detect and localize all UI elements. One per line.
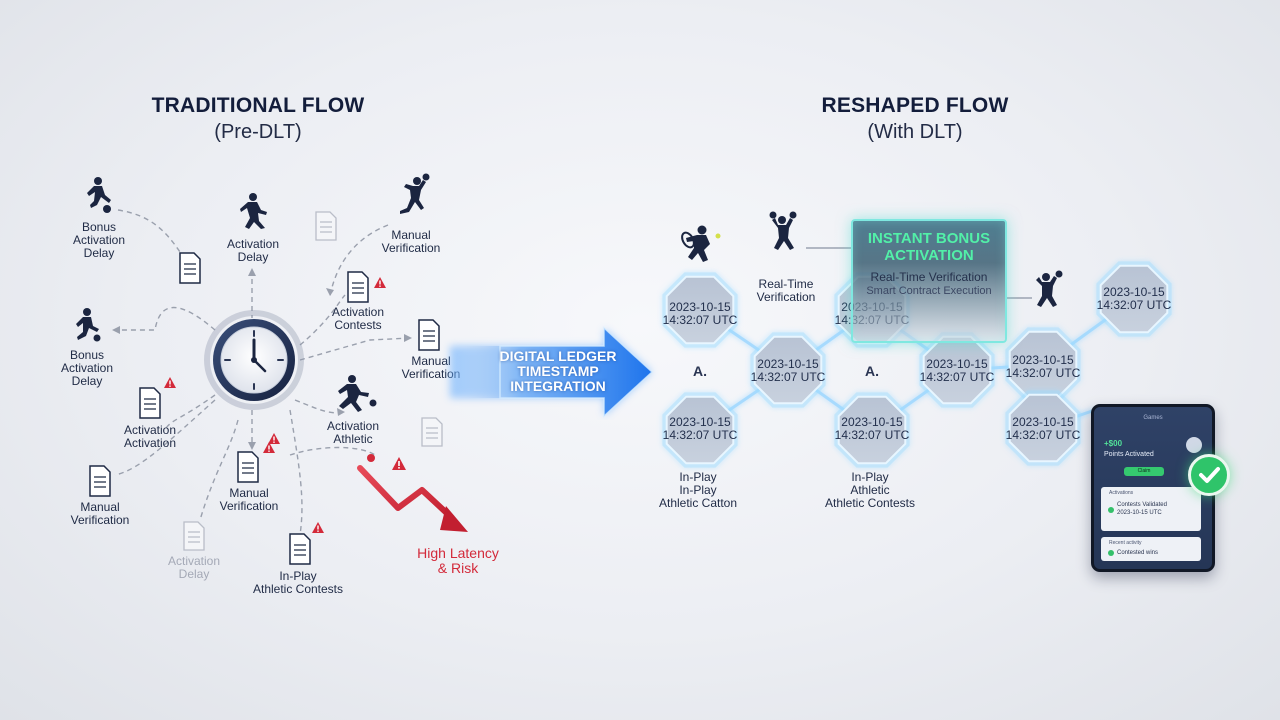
document-icon [89,465,111,497]
phone-status: Points Activated [1104,451,1154,458]
hexagon-node [922,335,992,405]
instant-bonus-activation-panel: INSTANT BONUS ACTIVATION Real-Time Verif… [851,219,1007,343]
athlete-run-icon [338,375,377,412]
phone-card-title: Recent activity [1109,540,1142,546]
hexagon-placeholder-label: A. [865,363,879,379]
hexagon-node [753,335,823,405]
activation-delay-label: Activation Delay [226,237,280,264]
digital-ledger-arrow [450,326,654,418]
hexagon-node-glow [1096,261,1172,337]
in-play-athletic-label: In-Play In-Play Athletic Catton [658,470,738,510]
digital-ledger-label: DIGITAL LEDGER TIMESTAMP INTEGRATION [499,348,617,394]
checkmark-icon [1188,454,1230,496]
traditional-flow-title: TRADITIONAL FLOW [151,94,365,117]
manual-verification-label: Manual Verification [381,228,441,255]
risk-trend-arrow [357,454,468,532]
reshaped-flow-subtitle: (With DLT) [867,121,963,143]
hexagon-node-glow [1005,390,1081,466]
bonus-activation-delay-label: Bonus Activation Delay [60,348,114,388]
hexagon-node-glow [662,272,738,348]
hexagon-node-glow [919,332,995,408]
clock-icon [204,310,304,410]
athlete-basketball-icon [769,211,797,250]
document-icon [418,319,440,351]
phone-claim-button[interactable]: Claim [1124,467,1164,476]
phone-card-title: Activations [1109,490,1134,496]
hexagon-placeholder-label: A. [693,363,707,379]
bonus-activation-delay-label: Bonus Activation Delay [72,220,126,260]
phone-activity-card: Activations Contests Validated 2023-10-1… [1101,487,1201,531]
document-icon [179,252,201,284]
hexagon-node [837,395,907,465]
traditional-flow-diagram [76,173,468,565]
success-dot-icon [1108,550,1114,556]
real-time-verification-label: Real-Time Verification [756,277,816,304]
document-icon [421,417,443,447]
warning-icons [164,277,406,533]
hexagon-node [1008,393,1078,463]
hexagon-node-glow [662,392,738,468]
document-icons [89,252,440,565]
activation-delay-faded-label: Activation Delay [167,554,221,581]
in-play-athletic-contests-label: In-Play Athletic Athletic Contests [824,470,916,510]
activation-contests-label: Activation Contests [331,305,385,332]
warning-icon [263,442,275,453]
athlete-jump-icon [400,173,430,214]
athlete-tennis-icon [681,225,721,262]
reshaped-athlete-icons [681,211,1063,307]
document-icon [237,451,259,483]
warning-icon [268,433,280,444]
in-play-athletic-contests-label: In-Play Athletic Contests [252,569,344,596]
success-dot-icon [1108,507,1114,513]
phone-card-row: Contested wins [1117,550,1159,556]
hexagon-node [1099,264,1169,334]
document-icon [347,271,369,303]
hexagon-node-glow [834,392,910,468]
athlete-kick-icon [87,177,111,213]
athlete-icons [76,173,430,412]
hexagon-node [665,395,735,465]
avatar[interactable] [1186,437,1202,453]
warning-icon [374,277,386,288]
document-icon [315,211,337,241]
faded-document-icons [183,211,443,551]
warning-icon [164,377,176,388]
phone-header: Games [1143,415,1163,421]
document-icon [183,521,205,551]
document-icon [139,387,161,419]
dashed-connectors [114,209,411,536]
reshaped-flow-title: RESHAPED FLOW [821,94,1009,117]
document-icon [289,533,311,565]
warning-icon [392,457,406,470]
panel-real-time-verification: Real-Time Verification [870,270,988,284]
phone-bonus-amount: +$00 [1104,439,1123,448]
panel-smart-contract-execution: Smart Contract Execution [866,285,992,297]
panel-title: INSTANT BONUS ACTIVATION [867,230,991,264]
traditional-flow-subtitle: (Pre-DLT) [214,121,302,143]
manual-verification-label: Manual Verification [70,500,130,527]
warning-icon [312,522,324,533]
athlete-basketball-icon [1036,270,1063,307]
high-latency-risk-label: High Latency & Risk [417,545,499,576]
connector-arrowheads [112,268,412,450]
athlete-kick-icon [76,308,101,342]
activation-activation-label: Activation Activation [123,423,177,450]
manual-verification-label: Manual Verification [219,486,279,513]
phone-recent-card: Recent activity Contested wins [1101,537,1201,561]
manual-verification-label: Manual Verification [401,354,461,381]
hexagon-node [665,275,735,345]
hexagon-node-glow [750,332,826,408]
activation-athletic-label: Activation Athletic [326,419,380,446]
phone-card-row: 2023-10-15 UTC [1117,510,1162,516]
phone-card-row: Contests Validated [1117,502,1167,508]
athlete-dribble-icon [240,193,267,229]
